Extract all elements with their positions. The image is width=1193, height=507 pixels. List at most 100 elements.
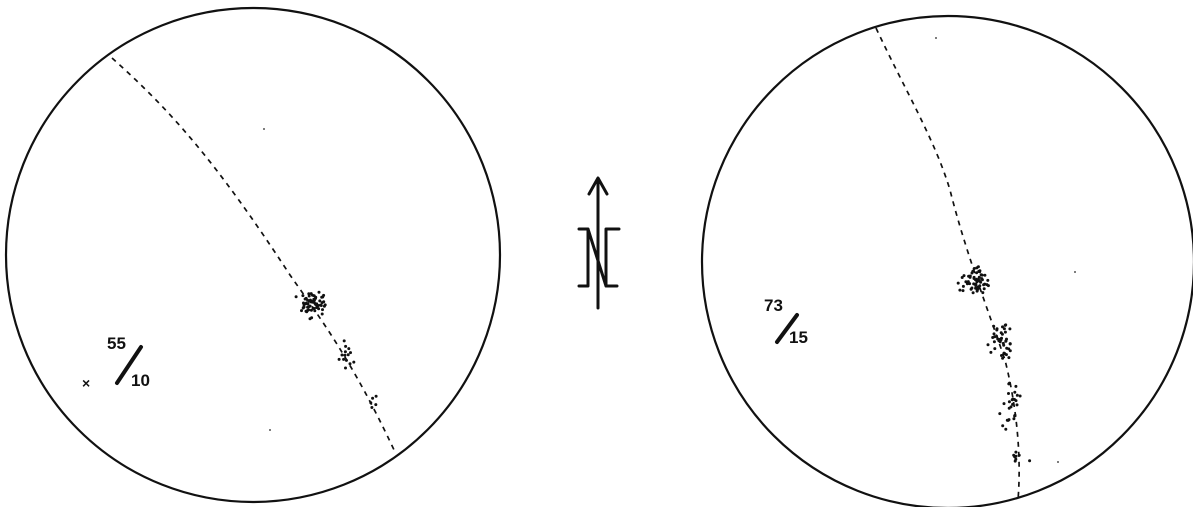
pole-point xyxy=(1002,351,1006,355)
pole-point xyxy=(975,271,979,275)
pole-point xyxy=(307,294,311,298)
pole-point xyxy=(1011,402,1015,406)
pole-point xyxy=(971,291,975,295)
pole-point xyxy=(974,284,978,287)
pole-point xyxy=(985,283,989,287)
right-speck xyxy=(1074,271,1076,273)
right-great-circle-trace xyxy=(875,27,1020,501)
pole-point xyxy=(1013,413,1017,417)
pole-point xyxy=(967,274,971,278)
pole-point xyxy=(344,366,347,370)
pole-point xyxy=(997,339,1001,343)
left-speck xyxy=(263,128,265,130)
pole-point xyxy=(1007,356,1011,360)
pole-point xyxy=(1008,349,1012,353)
pole-point xyxy=(1018,394,1022,398)
pole-point xyxy=(352,360,356,364)
pole-point xyxy=(980,273,984,277)
right-fabric-label: 73 15 xyxy=(764,296,808,347)
pole-point xyxy=(1004,323,1008,327)
pole-point xyxy=(309,308,313,312)
pole-point xyxy=(1007,400,1011,404)
pole-point xyxy=(322,293,326,297)
left-label-slash xyxy=(115,345,143,385)
pole-point xyxy=(1000,354,1003,357)
pole-point xyxy=(306,305,310,309)
pole-point xyxy=(972,282,976,286)
pole-point xyxy=(370,406,374,409)
left-pole-marker: × xyxy=(82,375,90,391)
pole-point xyxy=(1006,418,1010,422)
pole-point xyxy=(999,331,1003,335)
right-label-bottom: 15 xyxy=(789,328,808,347)
pole-point xyxy=(302,301,305,305)
pole-point xyxy=(1009,405,1013,409)
pole-point xyxy=(960,276,964,279)
pole-point xyxy=(995,328,999,332)
pole-point xyxy=(1002,402,1006,406)
pole-point xyxy=(961,289,965,293)
pole-point xyxy=(321,308,324,312)
pole-point xyxy=(972,277,976,280)
pole-point xyxy=(313,309,317,313)
pole-point xyxy=(980,278,984,282)
pole-point xyxy=(349,351,352,355)
pole-point xyxy=(974,286,978,290)
right-label-slash xyxy=(775,313,799,344)
pole-point xyxy=(303,297,307,301)
pole-point xyxy=(976,286,980,290)
pole-point xyxy=(977,269,981,273)
pole-point xyxy=(1004,353,1008,357)
pole-point xyxy=(314,296,317,300)
right-label-top: 73 xyxy=(764,296,783,315)
pole-point xyxy=(1028,459,1032,463)
pole-point xyxy=(369,401,373,405)
pole-point xyxy=(1010,398,1014,402)
pole-point xyxy=(976,278,980,281)
pole-point xyxy=(1014,454,1018,458)
pole-point xyxy=(344,358,348,362)
pole-point xyxy=(998,412,1002,416)
pole-point xyxy=(958,288,962,292)
right-net-outline xyxy=(700,14,1193,507)
pole-point xyxy=(956,281,960,285)
pole-point xyxy=(982,287,986,291)
pole-point xyxy=(981,291,985,295)
pole-point xyxy=(1008,342,1012,346)
pole-point xyxy=(992,340,996,344)
north-n-glyph xyxy=(577,227,621,288)
pole-point xyxy=(347,347,351,351)
pole-point xyxy=(323,303,327,307)
pole-point xyxy=(961,284,965,288)
pole-point xyxy=(304,309,308,313)
left-point-cluster xyxy=(294,290,378,409)
pole-point xyxy=(1013,390,1017,394)
pole-point xyxy=(348,362,352,366)
right-stereonet: 73 15 xyxy=(700,14,1193,507)
pole-point xyxy=(992,332,996,336)
pole-point xyxy=(320,312,324,316)
pole-point xyxy=(343,353,347,357)
pole-point xyxy=(294,295,298,299)
pole-point xyxy=(317,290,321,294)
pole-point xyxy=(1012,453,1016,457)
pole-point xyxy=(316,304,320,307)
pole-point xyxy=(970,286,974,290)
pole-point xyxy=(1005,337,1008,341)
pole-point xyxy=(346,353,350,357)
pole-point xyxy=(1002,327,1006,331)
pole-point xyxy=(340,353,344,357)
pole-point xyxy=(986,343,990,347)
pole-point xyxy=(1014,384,1018,388)
pole-point xyxy=(1008,327,1012,331)
left-net-outline xyxy=(4,6,502,504)
left-fabric-label: 55 10 × xyxy=(82,334,150,391)
pole-point xyxy=(995,334,999,338)
pole-point xyxy=(976,265,980,269)
pole-point xyxy=(986,278,990,282)
pole-point xyxy=(983,273,987,277)
pole-point xyxy=(308,298,312,302)
pole-point xyxy=(312,307,316,310)
